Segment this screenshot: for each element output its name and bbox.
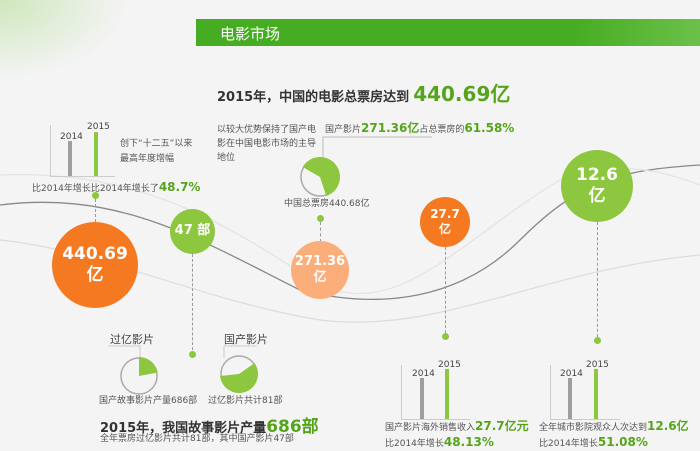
production-subtitle: 全年票房过亿影片共计81部，其中国产影片47部	[100, 434, 294, 444]
headline-text: 2015年，中国的电影总票房达到	[217, 90, 410, 105]
connector-line	[95, 199, 96, 222]
audience-line1: 全年城市影院观众人次达到	[539, 423, 648, 433]
bar-2015	[445, 369, 449, 419]
label-2015: 2015	[586, 360, 609, 370]
production-title: 2015年，我国故事影片产量686部	[100, 412, 319, 437]
overseas-line1-value: 27.7亿元	[475, 419, 529, 433]
pie-slice	[139, 357, 158, 376]
share-label: 国产影片271.36亿占总票房的61.58%	[325, 121, 514, 138]
audience-unit: 亿	[588, 186, 606, 206]
share-label-value2: 61.58%	[464, 121, 515, 135]
connector-line	[597, 222, 598, 337]
domestic-films-number: 47	[174, 223, 193, 239]
overseas-caption: 国产影片海外销售收入27.7亿元比2014年增长48.13%	[385, 419, 529, 451]
connector-line	[445, 247, 446, 333]
share-label-mid: 占总票房的	[419, 125, 465, 135]
headline-value: 440.69亿	[413, 82, 511, 106]
growth-caption-value: 48.7%	[158, 180, 201, 194]
domestic-box-unit: 亿	[313, 270, 327, 285]
label-2014: 2014	[60, 132, 83, 142]
timeline-dot	[189, 351, 196, 358]
label-2015: 2015	[438, 360, 461, 370]
overseas-line1: 国产影片海外销售收入	[385, 423, 476, 433]
pie2-caption: 过亿影片共计81部	[208, 396, 283, 406]
audience-line1-value: 12.6亿	[647, 419, 689, 433]
bar-2014	[68, 141, 72, 176]
bar-2014	[420, 378, 424, 419]
audience-line2: 比2014年增长	[539, 439, 598, 449]
pie1-label: 过亿影片	[110, 333, 154, 346]
share-text: 以较大优势保持了国产电影在中国电影市场的主导地位	[217, 123, 316, 165]
timeline-dot	[594, 337, 601, 344]
growth-bar-chart: 2014 2015	[50, 122, 115, 177]
pie-slice	[302, 157, 340, 196]
growth-caption-text: 比2014年增长比2014年增长了	[32, 184, 159, 194]
share-text-line2: 影在中国电影市场的主导	[217, 139, 317, 149]
production-title-value: 686部	[266, 417, 319, 437]
audience-bar-chart: 2014 2015	[550, 360, 620, 420]
pie2-connector	[223, 345, 257, 358]
growth-note-line1: 创下“十二五”以来	[120, 139, 193, 149]
growth-note-line2: 最高年度增幅	[120, 154, 175, 164]
overseas-number: 27.7	[430, 207, 460, 221]
timeline-dot	[92, 192, 99, 199]
bar-2014	[568, 378, 572, 419]
domestic-films-unit: 部	[197, 223, 211, 239]
label-2014: 2014	[560, 369, 583, 379]
label-2015: 2015	[87, 122, 110, 132]
domestic-films-circle: 47 部	[170, 209, 215, 254]
pie2-label: 国产影片	[224, 333, 268, 346]
label-2014: 2014	[412, 369, 435, 379]
box-office-number: 440.69	[62, 243, 128, 264]
audience-caption: 全年城市影院观众人次达到12.6亿比2014年增长51.08%	[539, 419, 689, 451]
share-label-value1: 271.36亿	[361, 121, 420, 135]
growth-note: 创下“十二五”以来最高年度增幅	[120, 137, 192, 167]
share-connector	[322, 136, 432, 160]
bar-2015	[594, 369, 598, 419]
section-header: 电影市场	[196, 19, 700, 46]
bar-2015	[94, 132, 98, 176]
share-pie-chart	[300, 157, 340, 197]
share-text-line3: 地位	[217, 153, 236, 163]
overseas-bar-chart: 2014 2015	[401, 360, 470, 420]
overseas-line2: 比2014年增长	[385, 439, 444, 449]
production-title-text: 2015年，我国故事影片产量	[100, 421, 267, 436]
pie2-chart	[220, 355, 258, 393]
pie-slice	[220, 363, 258, 393]
pie1-caption: 国产故事影片产量686部	[99, 396, 198, 406]
timeline-dot	[317, 215, 324, 222]
pie1-chart	[120, 357, 158, 395]
audience-number: 12.6	[576, 164, 618, 185]
pie1-connector	[108, 345, 141, 358]
connector-line	[320, 222, 321, 242]
section-title: 电影市场	[220, 25, 281, 43]
box-office-unit: 亿	[86, 265, 104, 285]
connector-line	[192, 254, 193, 350]
overseas-line2-value: 48.13%	[443, 435, 494, 449]
share-pie-caption: 中国总票房440.68亿	[284, 199, 370, 209]
growth-caption: 比2014年增长比2014年增长了48.7%	[32, 180, 200, 197]
overseas-unit: 亿	[438, 222, 451, 236]
share-text-line1: 以较大优势保持了国产电	[217, 125, 317, 135]
timeline-dot	[442, 333, 449, 340]
audience-line2-value: 51.08%	[597, 435, 648, 449]
domestic-box-number: 271.36	[294, 253, 346, 269]
share-label-prefix: 国产影片	[325, 125, 362, 135]
